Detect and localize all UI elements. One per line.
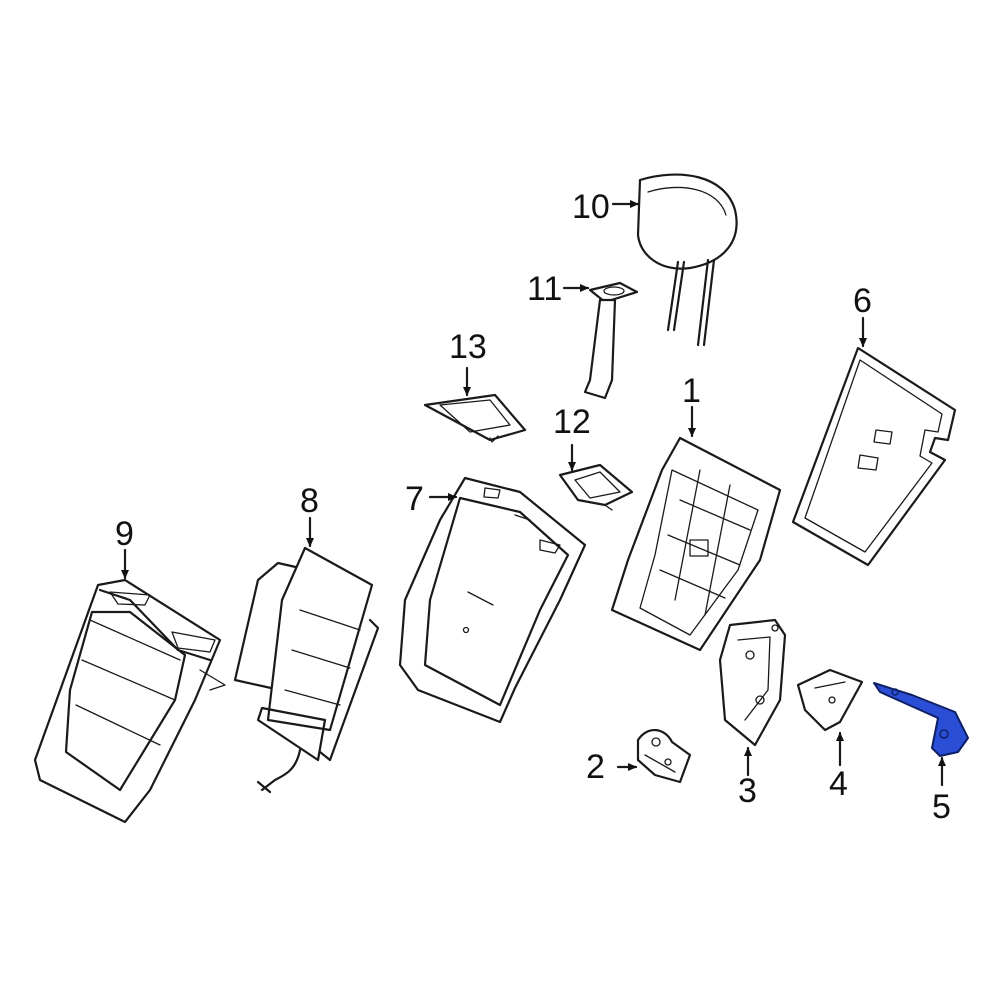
callout-10: 10 [572, 188, 610, 226]
callout-11: 11 [527, 270, 562, 308]
callout-7: 7 [405, 480, 424, 518]
part-13-tray[interactable] [423, 393, 527, 443]
callout-2: 2 [586, 748, 605, 786]
callout-labels: 1 2 3 4 5 6 7 8 9 10 11 12 13 [115, 188, 951, 826]
callout-12: 12 [553, 403, 591, 441]
part-4-bracket[interactable] [796, 668, 864, 732]
part-2-bracket[interactable] [636, 729, 692, 784]
part-5-bracket-highlighted[interactable] [873, 682, 969, 757]
callout-9: 9 [115, 515, 134, 553]
part-9-seat-back-cover[interactable] [33, 578, 226, 824]
part-12-insert[interactable] [558, 463, 634, 511]
callout-4: 4 [829, 765, 848, 803]
part-1-seat-back-frame[interactable] [610, 436, 782, 652]
part-11-headrest-guide[interactable] [583, 281, 639, 400]
callout-6: 6 [853, 282, 872, 320]
callout-13: 13 [449, 328, 487, 366]
leader-lines [121, 200, 946, 787]
callout-1: 1 [682, 372, 701, 410]
part-10-headrest[interactable] [636, 173, 738, 347]
callout-8: 8 [300, 482, 319, 520]
part-3-bracket[interactable] [718, 618, 787, 747]
callout-3: 3 [738, 772, 757, 810]
part-6-back-panel[interactable] [791, 346, 957, 567]
part-8-seat-back-pad[interactable] [233, 546, 380, 794]
part-7-seat-back-cushion[interactable] [398, 476, 587, 724]
callout-5: 5 [932, 788, 951, 826]
